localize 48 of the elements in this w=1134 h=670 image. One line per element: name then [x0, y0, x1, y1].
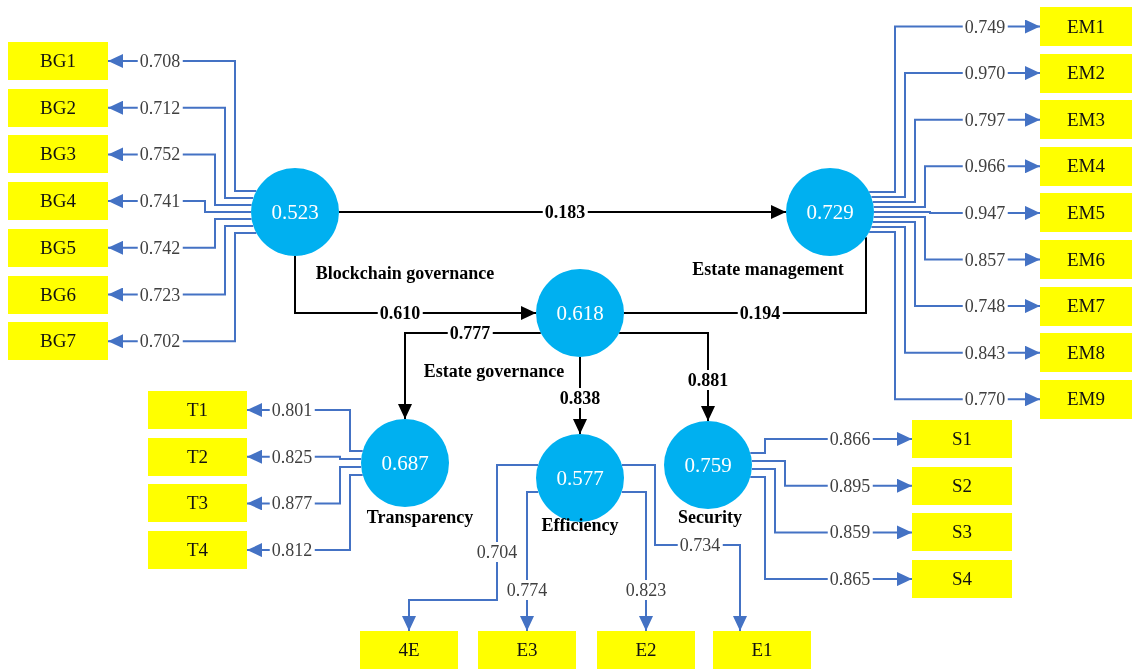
indicator-box: E3 [478, 631, 576, 669]
indicator-box: BG4 [8, 182, 108, 221]
indicator-box: EM8 [1040, 333, 1132, 373]
indicator-box: BG5 [8, 228, 108, 267]
latent-variable-circle: 0.759 [664, 421, 752, 509]
indicator-box: EM4 [1040, 146, 1132, 186]
indicator-box: T2 [148, 437, 247, 476]
indicator-box: E1 [713, 631, 811, 669]
arrow [402, 464, 539, 632]
construct-label: Estate governance [422, 360, 566, 382]
indicator-box: EM6 [1040, 240, 1132, 279]
construct-label: Security [677, 506, 743, 528]
latent-variable-circle: 0.729 [786, 168, 874, 256]
indicator-box: BG6 [8, 275, 108, 314]
indicator-box: E2 [597, 631, 695, 669]
latent-variable-circle: 0.618 [536, 269, 624, 357]
construct-label: Estate management [691, 258, 845, 280]
indicator-box: S4 [912, 560, 1012, 599]
indicator-box: 4E [360, 631, 458, 669]
arrow [338, 205, 787, 219]
indicator-box: T3 [148, 484, 247, 523]
indicator-box: EM7 [1040, 286, 1132, 326]
indicator-box: S1 [912, 420, 1012, 458]
indicator-box: S2 [912, 466, 1012, 505]
indicator-box: BG1 [8, 42, 108, 80]
edge-label: 0.881 [685, 370, 731, 390]
arrow [620, 491, 653, 632]
latent-variable-circle: 0.523 [251, 168, 339, 256]
indicator-box: EM5 [1040, 193, 1132, 233]
indicator-box: EM2 [1040, 53, 1132, 93]
indicator-box: BG2 [8, 88, 108, 127]
indicator-box: BG7 [8, 322, 108, 361]
indicator-box: EM3 [1040, 100, 1132, 140]
edge-label: 0.838 [557, 388, 603, 408]
edge-label: 0.823 [623, 580, 669, 600]
indicator-box: S3 [912, 513, 1012, 552]
arrow [520, 491, 540, 632]
edge-label: 0.704 [474, 542, 520, 562]
indicator-box: EM1 [1040, 7, 1132, 46]
indicator-box: T4 [148, 531, 247, 570]
indicator-box: T1 [148, 391, 247, 429]
edge-label: 0.774 [504, 580, 550, 600]
indicator-box: BG3 [8, 135, 108, 174]
construct-label: Blockchain governance [314, 262, 496, 284]
arrow [618, 332, 715, 422]
indicator-box: EM9 [1040, 379, 1132, 419]
latent-variable-circle: 0.687 [361, 419, 449, 507]
construct-label: Transparency [365, 506, 475, 528]
